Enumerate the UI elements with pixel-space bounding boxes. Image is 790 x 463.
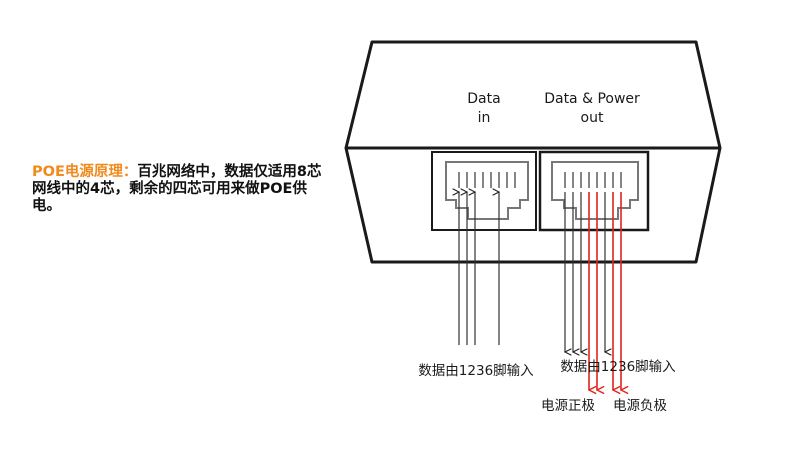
power-negative-label: 电源负极 [613, 398, 667, 414]
rj45-jack-in [445, 161, 529, 220]
power-wires [589, 192, 621, 390]
poe-principle-description: POE电源原理：百兆网络中，数据仅适用8芯网线中的4芯，剩余的四芯可用来做POE… [32, 164, 322, 215]
data-in-port [431, 151, 537, 231]
poe-principle-title: POE电源原理： [32, 164, 138, 180]
data-out-wires [565, 192, 605, 352]
poe-principle-body: 百兆网络中，数据仅适用8芯网线中的4芯，剩余的四芯可用来做POE供电。 [32, 164, 322, 214]
rj45-pins-in [458, 172, 516, 188]
data-in-wires [459, 192, 499, 345]
data-out-pins-label: 数据由1236脚输入 [560, 359, 676, 375]
data-in-label-line1: Data [467, 91, 500, 107]
power-positive-label: 电源正极 [541, 398, 595, 414]
data-power-out-label-line1: Data & Power [544, 91, 640, 107]
injector-housing [344, 40, 722, 264]
data-in-label-line2: in [478, 110, 491, 126]
rj45-pins-out [564, 172, 622, 188]
data-in-pins-label: 数据由1236脚输入 [418, 363, 534, 379]
rj45-jack-out [551, 161, 639, 220]
data-power-out-label-line2: out [581, 110, 604, 126]
data-power-out-port [538, 150, 650, 232]
